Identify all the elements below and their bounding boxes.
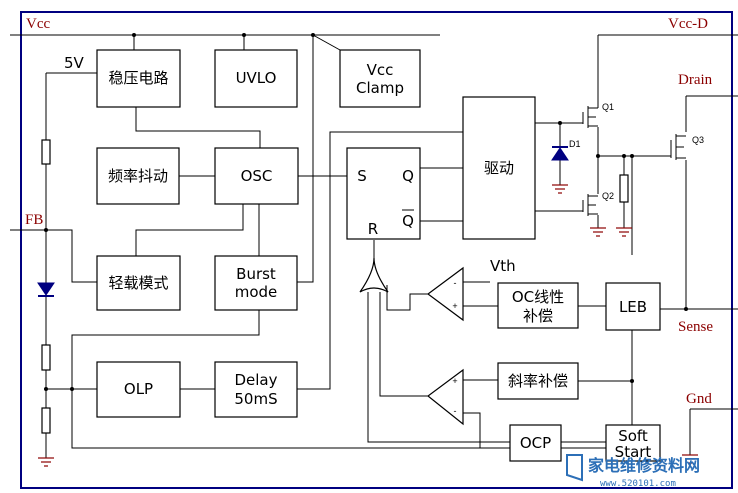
slope-comp-block: 斜率补偿 [497, 362, 579, 400]
diode-d1 [551, 146, 569, 161]
ff-r-label: R [368, 220, 378, 238]
burst-label-2: mode [235, 283, 278, 301]
soft-start-label-2: Start [615, 443, 652, 461]
watermark: 家电维修资料网 www.520101.com [566, 454, 700, 489]
ff-q-label: Q [402, 167, 414, 185]
burst-mode-block: Burst mode [214, 255, 298, 311]
resistor-r2 [41, 344, 51, 371]
oc-comp-label-1: OC线性 [512, 288, 564, 306]
burst-label-1: Burst [236, 265, 276, 283]
ocp-label: OCP [520, 434, 551, 452]
pin-sense: Sense [678, 319, 713, 335]
jitter-block: 频率抖动 [96, 147, 180, 205]
pin-vcc: Vcc [26, 16, 50, 32]
slope-comp-plus: + [452, 376, 457, 386]
oc-comp-block: OC线性 补偿 [497, 282, 579, 329]
chip-boundary [20, 11, 733, 489]
q2-label: Q2 [602, 191, 614, 201]
delay-label-2: 50mS [234, 390, 277, 408]
ff-qbar-label: Q [402, 212, 414, 230]
vcc-clamp-label-1: Vcc [367, 61, 394, 79]
osc-block: OSC [214, 147, 299, 205]
soft-start-block: Soft Start [605, 424, 661, 462]
uvlo-block: UVLO [214, 49, 298, 108]
olp-label: OLP [124, 380, 153, 398]
ground-fb [38, 457, 54, 467]
slope-comp-label: 斜率补偿 [508, 372, 568, 390]
pin-vcc-d: Vcc-D [668, 16, 708, 32]
light-load-block: 轻载模式 [96, 255, 181, 311]
label-5v: 5V [64, 54, 85, 72]
vcc-clamp-block: Vcc Clamp [339, 49, 421, 108]
ff-s-label: S [357, 167, 367, 185]
oc-comparator: - + [426, 266, 464, 322]
slope-comparator: + - [427, 368, 464, 426]
watermark-logo-icon [566, 454, 583, 482]
pin-drain: Drain [678, 72, 713, 88]
resistor-node [619, 174, 629, 203]
driver-block: 驱动 [462, 96, 536, 240]
ground-d1 [552, 184, 568, 194]
watermark-url: www.520101.com [600, 479, 676, 489]
uvlo-label: UVLO [236, 69, 277, 87]
or-gate [359, 257, 389, 293]
wiring [10, 34, 738, 458]
resistor-r3 [41, 407, 51, 434]
delay-block: Delay 50mS [214, 361, 298, 418]
oc-comp-minus: - [454, 278, 457, 288]
light-load-label: 轻载模式 [108, 274, 168, 292]
oc-comp-plus: + [452, 301, 457, 311]
resistor-r1 [41, 139, 51, 165]
leb-block: LEB [605, 282, 661, 331]
slope-comp-minus: - [454, 406, 457, 416]
vcc-clamp-label-2: Clamp [356, 79, 404, 97]
pin-gnd: Gnd [686, 391, 712, 407]
ground-gnd-pin [682, 454, 698, 464]
regulator-block: 稳压电路 [96, 49, 181, 108]
mosfet-q3 [660, 134, 686, 160]
fb-diode [37, 282, 55, 297]
sr-flipflop: S Q Q R [346, 147, 421, 240]
osc-label: OSC [241, 167, 273, 185]
leb-label: LEB [619, 298, 647, 316]
oc-comp-label-2: 补偿 [523, 307, 553, 325]
mosfet-q2 [582, 194, 598, 216]
q3-label: Q3 [692, 135, 704, 145]
jitter-label: 频率抖动 [108, 167, 168, 185]
soft-start-label-1: Soft [618, 427, 648, 445]
driver-label: 驱动 [484, 159, 514, 177]
pin-fb: FB [25, 212, 43, 228]
q1-label: Q1 [602, 102, 614, 112]
mosfet-q1 [582, 104, 599, 128]
vth-label: Vth [490, 257, 516, 275]
regulator-label: 稳压电路 [108, 69, 168, 87]
delay-label-1: Delay [234, 371, 277, 389]
olp-block: OLP [96, 361, 181, 418]
ground-resistor [616, 227, 632, 237]
watermark-title: 家电维修资料网 [588, 456, 700, 475]
ocp-block: OCP [509, 424, 562, 462]
junction-dots [44, 33, 688, 391]
d1-label: D1 [569, 139, 581, 149]
ground-q2 [590, 227, 606, 237]
